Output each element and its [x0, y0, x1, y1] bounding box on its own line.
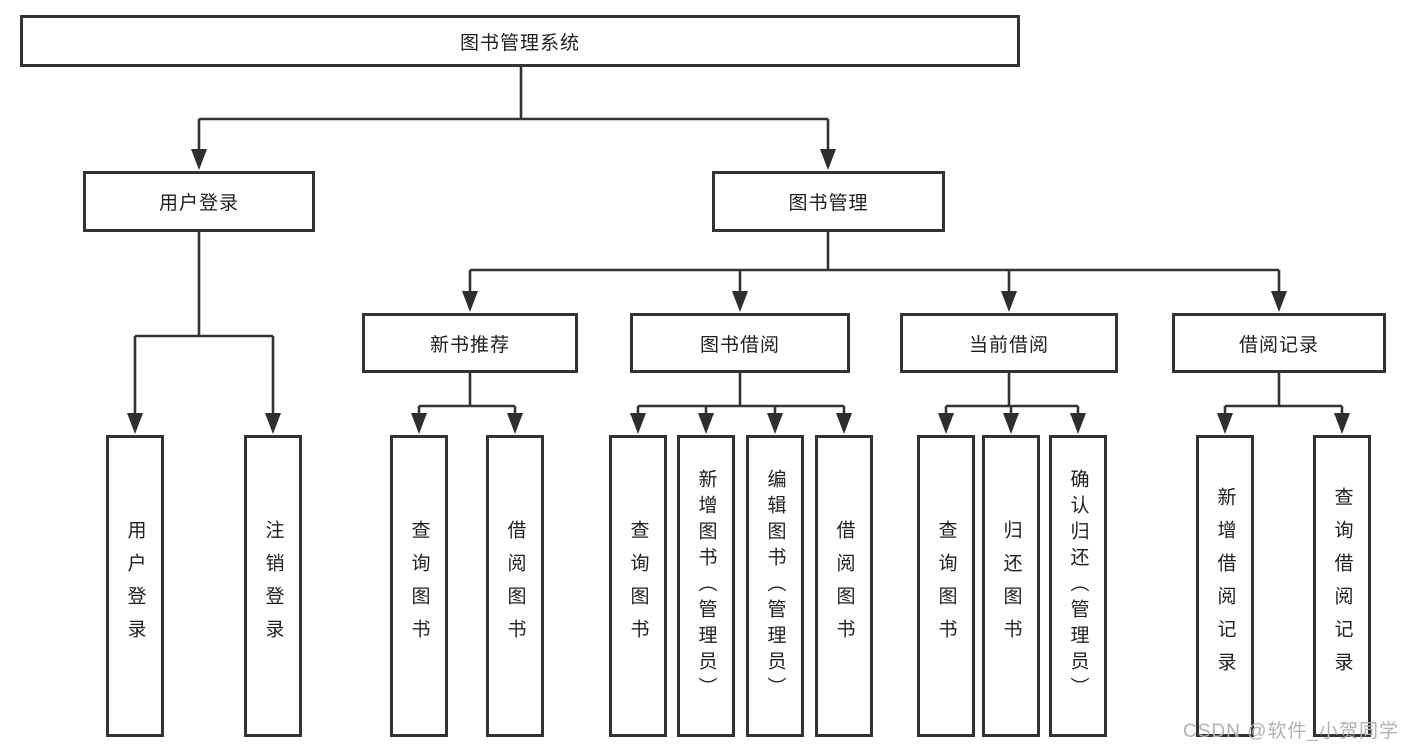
- leaf-edit-books-admin: 编辑图书（管理员）: [746, 435, 804, 737]
- leaf-query-books: 查询图书: [390, 435, 448, 737]
- arrowheads: [127, 149, 1350, 434]
- leaf-add-borrow-record: 新增借阅记录: [1196, 435, 1254, 737]
- node-label: 图书借阅: [699, 334, 780, 356]
- node-label: 借阅图书: [504, 520, 526, 652]
- node-new-book-recommend: 新书推荐: [362, 313, 578, 373]
- leaf-return-books: 归还图书: [982, 435, 1040, 737]
- node-label: 归还图书: [1000, 520, 1022, 652]
- node-book-borrow: 图书借阅: [630, 313, 850, 373]
- leaf-borrow-books: 借阅图书: [815, 435, 873, 737]
- node-borrow-records: 借阅记录: [1172, 313, 1386, 373]
- node-library-management-system: 图书管理系统: [20, 15, 1020, 67]
- node-label: 新增图书（管理员）: [695, 469, 717, 703]
- node-label: 借阅记录: [1238, 334, 1319, 356]
- leaf-logout: 注销登录: [244, 435, 302, 737]
- leaf-borrow-books: 借阅图书: [486, 435, 544, 737]
- node-label: 新增借阅记录: [1214, 487, 1236, 685]
- node-label: 查询图书: [408, 520, 430, 652]
- leaf-query-borrow-record: 查询借阅记录: [1313, 435, 1371, 737]
- node-current-borrow: 当前借阅: [900, 313, 1118, 373]
- node-label: 查询图书: [627, 520, 649, 652]
- node-label: 注销登录: [262, 520, 284, 652]
- node-label: 用户登录: [158, 193, 239, 214]
- node-label: 确认归还（管理员）: [1067, 469, 1089, 703]
- node-label: 当前借阅: [968, 334, 1049, 356]
- node-label: 查询图书: [935, 520, 957, 652]
- node-label: 用户登录: [124, 520, 146, 652]
- leaf-add-books-admin: 新增图书（管理员）: [677, 435, 735, 737]
- leaf-confirm-return-admin: 确认归还（管理员）: [1049, 435, 1107, 737]
- node-user-login: 用户登录: [83, 171, 315, 232]
- node-book-management: 图书管理: [712, 171, 945, 232]
- csdn-watermark: CSDN @软件_小贺同学: [1183, 721, 1399, 742]
- node-label: 查询借阅记录: [1331, 487, 1353, 685]
- node-label: 借阅图书: [833, 520, 855, 652]
- node-label: 图书管理系统: [459, 32, 580, 54]
- node-label: 图书管理: [788, 193, 869, 214]
- node-label: 新书推荐: [429, 334, 510, 356]
- leaf-user-login: 用户登录: [106, 435, 164, 737]
- leaf-query-books: 查询图书: [609, 435, 667, 737]
- node-label: 编辑图书（管理员）: [764, 469, 786, 703]
- leaf-query-books: 查询图书: [917, 435, 975, 737]
